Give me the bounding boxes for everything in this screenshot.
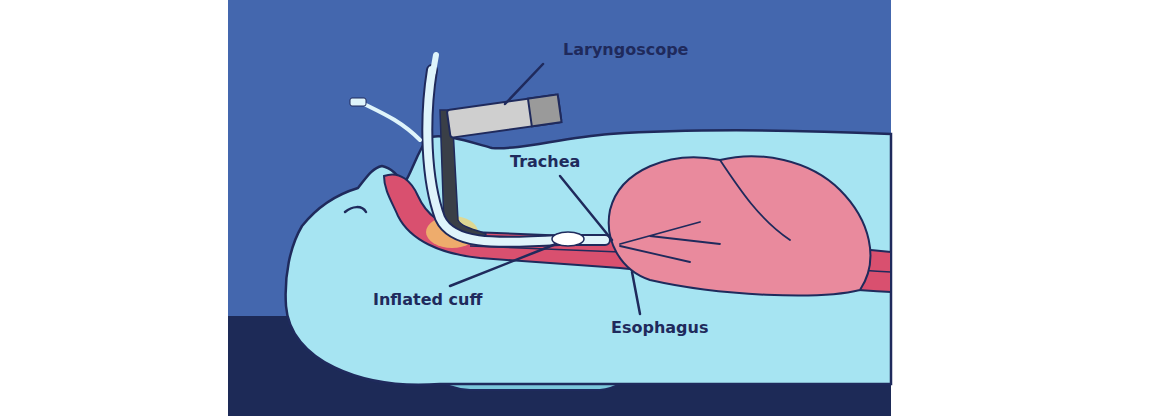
background-panel	[228, 0, 891, 416]
part-label: Laryngoscope	[563, 40, 688, 60]
lungs	[609, 156, 871, 295]
tube-connector	[433, 55, 436, 72]
part-label: Esophagus	[611, 318, 708, 338]
laryngoscope-handle	[447, 94, 562, 137]
bronchi	[620, 160, 790, 262]
pilot-line	[360, 102, 420, 140]
leader-lines	[450, 64, 640, 314]
patient-body	[286, 130, 891, 385]
endotracheal-tube	[427, 70, 605, 242]
part-label: Inflated cuff	[373, 290, 482, 310]
pilot-valve	[350, 98, 366, 106]
tube-outline	[427, 70, 605, 242]
part-label: Trachea	[510, 152, 580, 172]
eye	[345, 207, 366, 212]
